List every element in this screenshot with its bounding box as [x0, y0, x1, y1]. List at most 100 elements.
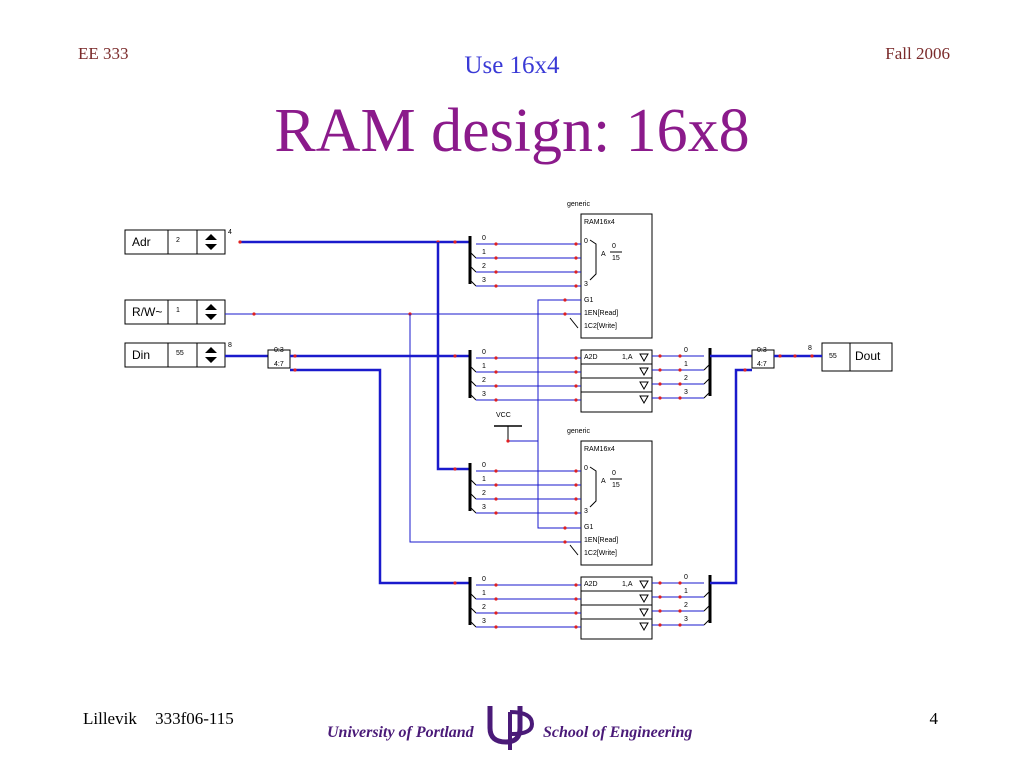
bit-label: 2: [684, 375, 688, 382]
bit-label: 2: [482, 604, 486, 611]
pin-label: 15: [612, 255, 620, 262]
bit-label: 3: [684, 389, 688, 396]
wire: [469, 606, 477, 614]
junction-dot: [574, 511, 578, 515]
pin-label: G1: [584, 297, 593, 304]
wire: [469, 492, 477, 500]
junction-dot: [574, 370, 578, 374]
wire: [469, 478, 477, 486]
junction-dot: [494, 370, 498, 374]
junction-dot: [658, 354, 662, 358]
junction-dot: [574, 242, 578, 246]
pin-label: 1,A: [622, 354, 633, 361]
bus-width-label: 8: [808, 345, 812, 352]
junction-dot: [658, 609, 662, 613]
junction-dot: [574, 611, 578, 615]
junction-dot: [494, 256, 498, 260]
bit-label: 3: [482, 277, 486, 284]
output-value: 55: [829, 353, 837, 360]
junction-dot: [658, 595, 662, 599]
junction-dot: [574, 284, 578, 288]
vcc-label: VCC: [496, 412, 511, 419]
input-value: 2: [176, 237, 180, 244]
ram16x4-block: [580, 213, 653, 339]
ram-data-section: [580, 349, 653, 413]
junction-dot: [678, 368, 682, 372]
junction-dot: [494, 611, 498, 615]
junction-dot: [494, 284, 498, 288]
semester-label: Fall 2006: [885, 44, 950, 63]
dout-splitter: [751, 349, 775, 369]
bit-label: 1: [482, 249, 486, 256]
university-name: University of Portland: [327, 724, 474, 741]
pin-label: 3: [584, 508, 588, 515]
tristate-output-icon: [639, 580, 649, 590]
rw-wire: [409, 314, 581, 543]
junction-dot: [574, 270, 578, 274]
wire: [569, 317, 579, 329]
dout-high-bus: [710, 368, 752, 585]
pin-label: 1C2[Write]: [584, 550, 617, 557]
junction-dot: [678, 396, 682, 400]
pin-label: 1C2[Write]: [584, 323, 617, 330]
junction-dot: [658, 581, 662, 585]
pin-label: A2D: [584, 354, 598, 361]
bit-label: 2: [482, 490, 486, 497]
tristate-output-icon: [639, 367, 649, 377]
junction-dot: [494, 242, 498, 246]
pin-label: 0: [584, 465, 588, 472]
input-box-adr: [124, 229, 226, 255]
bit-label: 1: [482, 476, 486, 483]
footer-left: Lillevik 333f06-115: [83, 709, 248, 729]
bit-label: 0: [684, 347, 688, 354]
bit-label: 0: [482, 235, 486, 242]
junction-dot: [810, 354, 814, 358]
junction-dot: [658, 368, 662, 372]
bit-label: 3: [684, 616, 688, 623]
bit-label: 3: [482, 618, 486, 625]
split-label: 0:3: [274, 347, 284, 354]
junction-dot: [574, 398, 578, 402]
ram-data-section: [580, 576, 653, 640]
tristate-output-icon: [639, 622, 649, 632]
junction-dot: [658, 623, 662, 627]
bus-width-label: 4: [228, 229, 232, 236]
input-box-rw: [124, 299, 226, 325]
wire: [469, 265, 477, 273]
junction-dot: [793, 354, 797, 358]
wire: [569, 544, 579, 556]
slide-title: RAM design: 16x8: [274, 97, 750, 165]
input-box-din: [124, 342, 226, 368]
junction-dot: [574, 597, 578, 601]
updown-arrows-icon: [205, 347, 217, 363]
junction-dot: [574, 483, 578, 487]
g1-wire: [508, 440, 581, 529]
junction-dot: [494, 597, 498, 601]
junction-dot: [574, 583, 578, 587]
input-value: 1: [176, 307, 180, 314]
address-bus: [436, 242, 470, 471]
junction-dot: [574, 256, 578, 260]
ram-name-label: RAM16x4: [584, 446, 615, 453]
junction-dot: [678, 382, 682, 386]
junction-dot: [238, 240, 242, 244]
junction-dot: [453, 240, 457, 244]
wire: [469, 279, 477, 287]
junction-dot: [563, 298, 567, 302]
tristate-output-icon: [639, 608, 649, 618]
din-high-bus: [290, 368, 470, 585]
g1-wire: [537, 299, 581, 441]
footer-author: Lillevik: [83, 709, 137, 728]
junction-dot: [494, 625, 498, 629]
junction-dot: [574, 497, 578, 501]
junction-dot: [658, 382, 662, 386]
junction-dot: [574, 384, 578, 388]
wire: [469, 393, 477, 401]
bit-label: 2: [684, 602, 688, 609]
junction-dot: [494, 270, 498, 274]
pin-label: A: [601, 251, 606, 258]
split-label: 4:7: [757, 361, 767, 368]
junction-dot: [252, 312, 256, 316]
bit-label: 1: [482, 590, 486, 597]
